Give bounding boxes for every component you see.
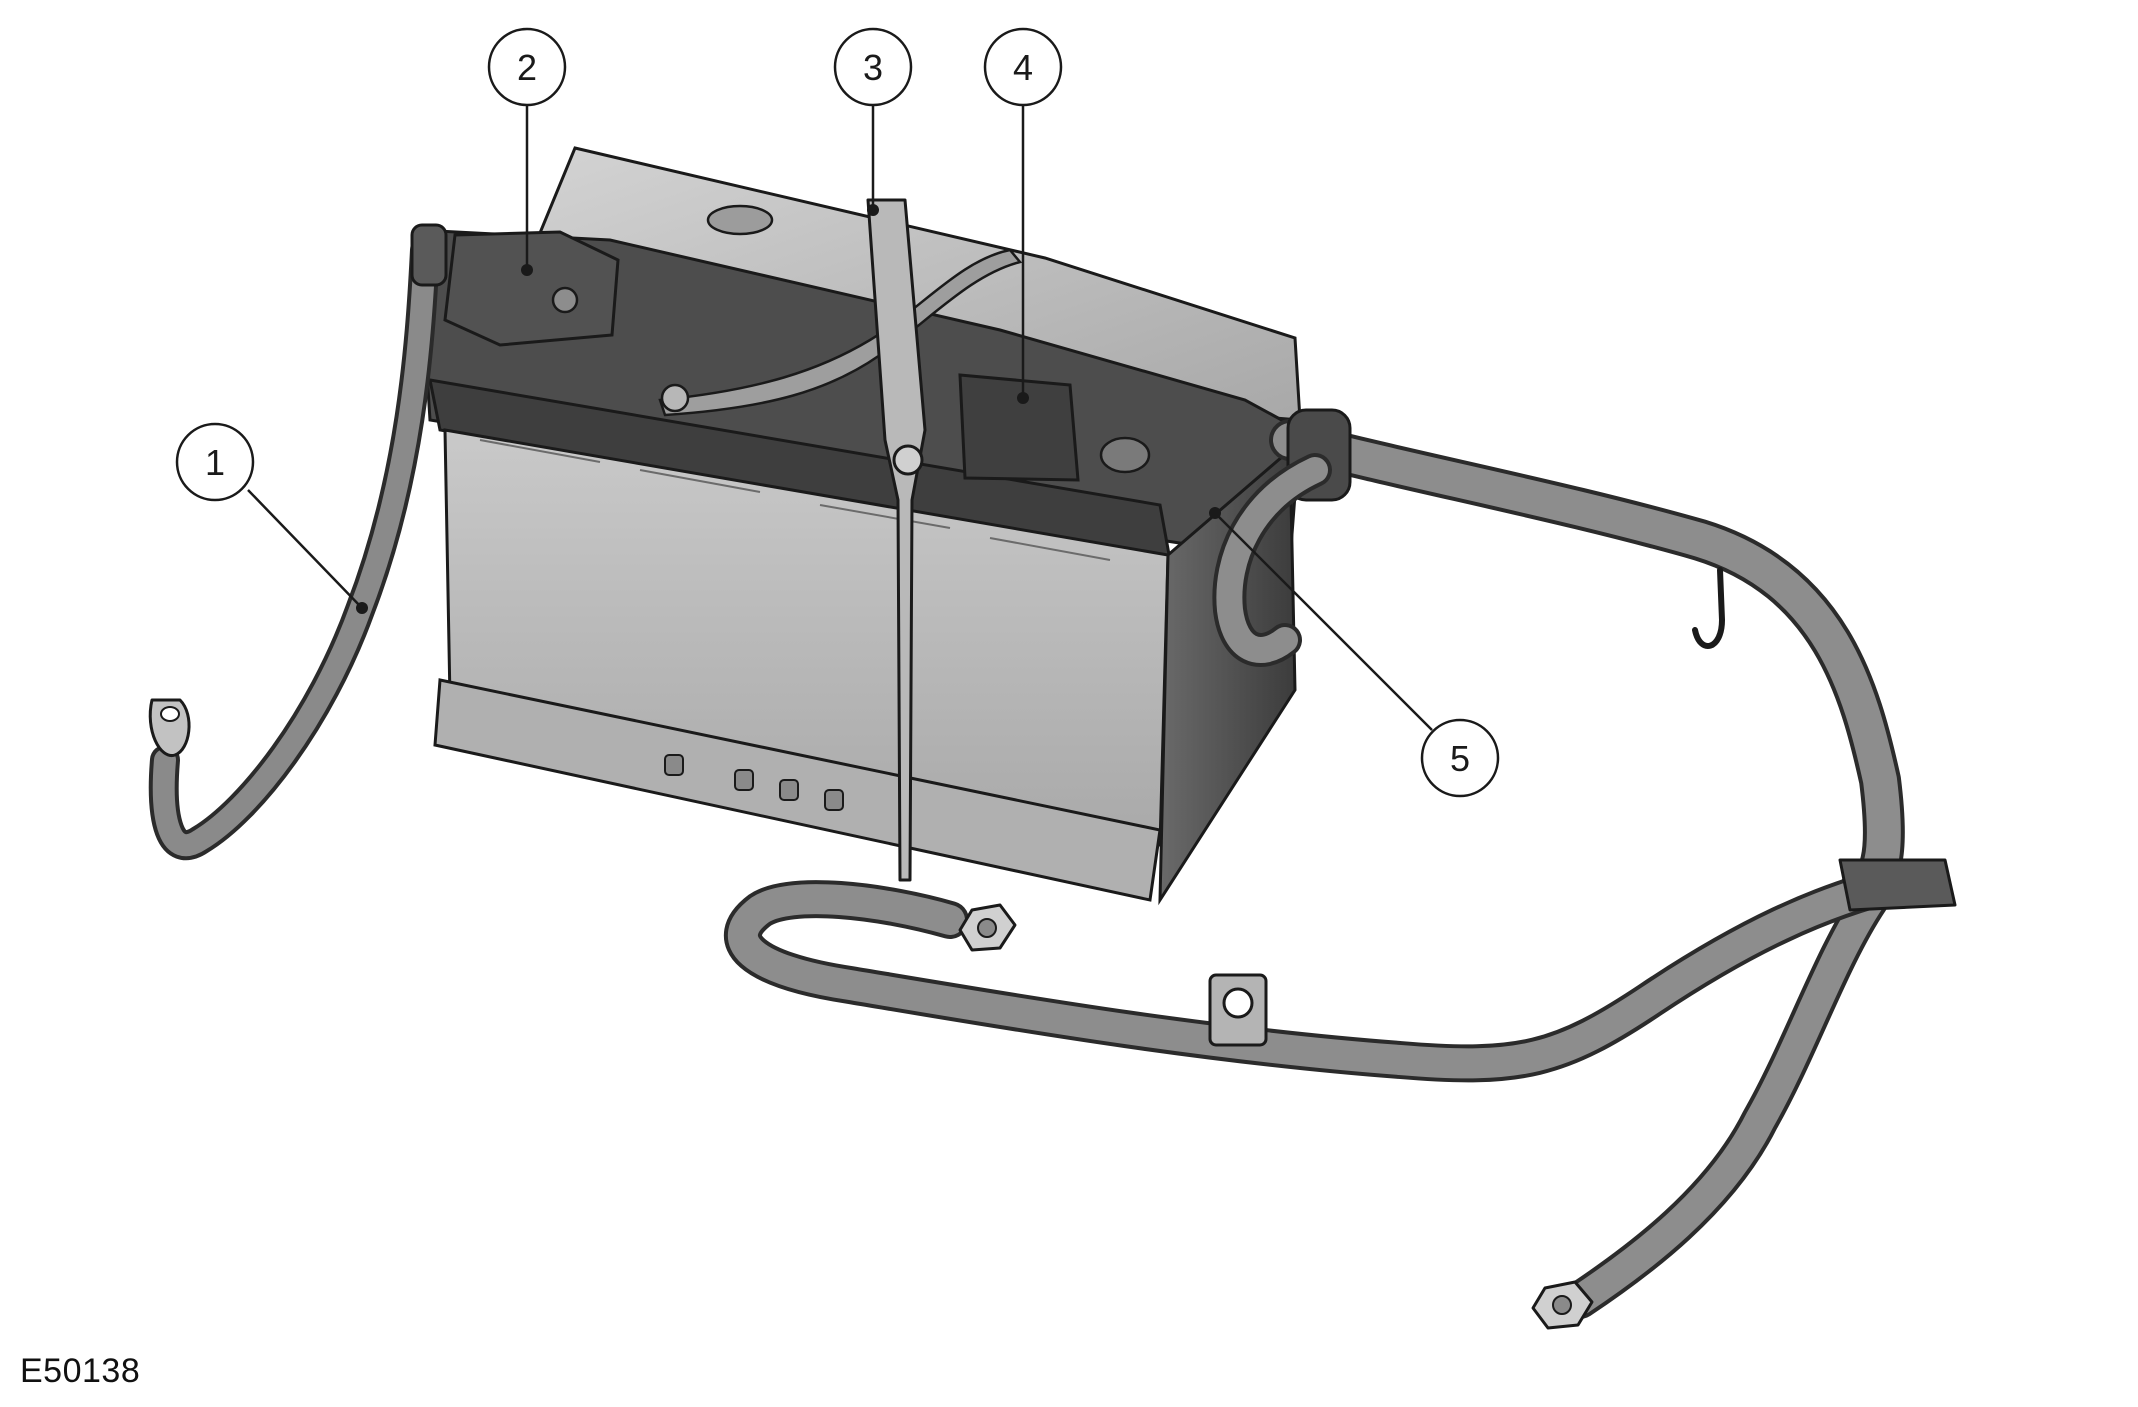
ground-cable-boot [410, 223, 448, 287]
callout-3-label: 3 [863, 47, 883, 88]
positive-post-cable [1216, 457, 1328, 663]
callout-1-label: 1 [205, 442, 225, 483]
harness-hook-clip [1692, 567, 1725, 649]
cables [148, 198, 1957, 1330]
callout-3: 3 [833, 27, 913, 216]
hold-down-bolt [660, 383, 690, 413]
lower-branch [1565, 885, 1885, 1315]
positive-harness [1273, 423, 1901, 907]
battery [416, 146, 1302, 906]
callout-5-label: 5 [1450, 738, 1470, 779]
hold-down-bar [658, 248, 1023, 417]
positive-terminal-cover [958, 373, 1080, 482]
sensor-rod [866, 198, 927, 882]
terminal-bolt [551, 286, 579, 314]
ground-ring-terminal [148, 698, 191, 757]
sensor-rod-bolt [892, 444, 924, 476]
negative-terminal-block [443, 230, 620, 347]
callout-4-label: 4 [1013, 47, 1033, 88]
positive-post [1099, 436, 1151, 474]
lower-branch-nut [1531, 1280, 1594, 1330]
callout-4: 4 [983, 27, 1063, 404]
harness-junction [1838, 858, 1957, 912]
front-loop-nut [958, 903, 1017, 952]
figure-id-label: E50138 [20, 1352, 141, 1390]
callout-5: 5 [1209, 507, 1500, 798]
battery-side-face [1158, 446, 1297, 906]
callout-2-label: 2 [517, 47, 537, 88]
front-loop-cable [728, 865, 1925, 1079]
base-notches [664, 754, 844, 811]
front-face-markings [479, 439, 1111, 561]
callouts: 1 2 3 4 5 [175, 27, 1500, 798]
vent-cap [706, 204, 774, 236]
callout-2: 2 [487, 27, 567, 276]
ground-bracket-bolt [1222, 987, 1254, 1019]
ground-cable [152, 239, 436, 857]
callout-1: 1 [175, 422, 368, 614]
